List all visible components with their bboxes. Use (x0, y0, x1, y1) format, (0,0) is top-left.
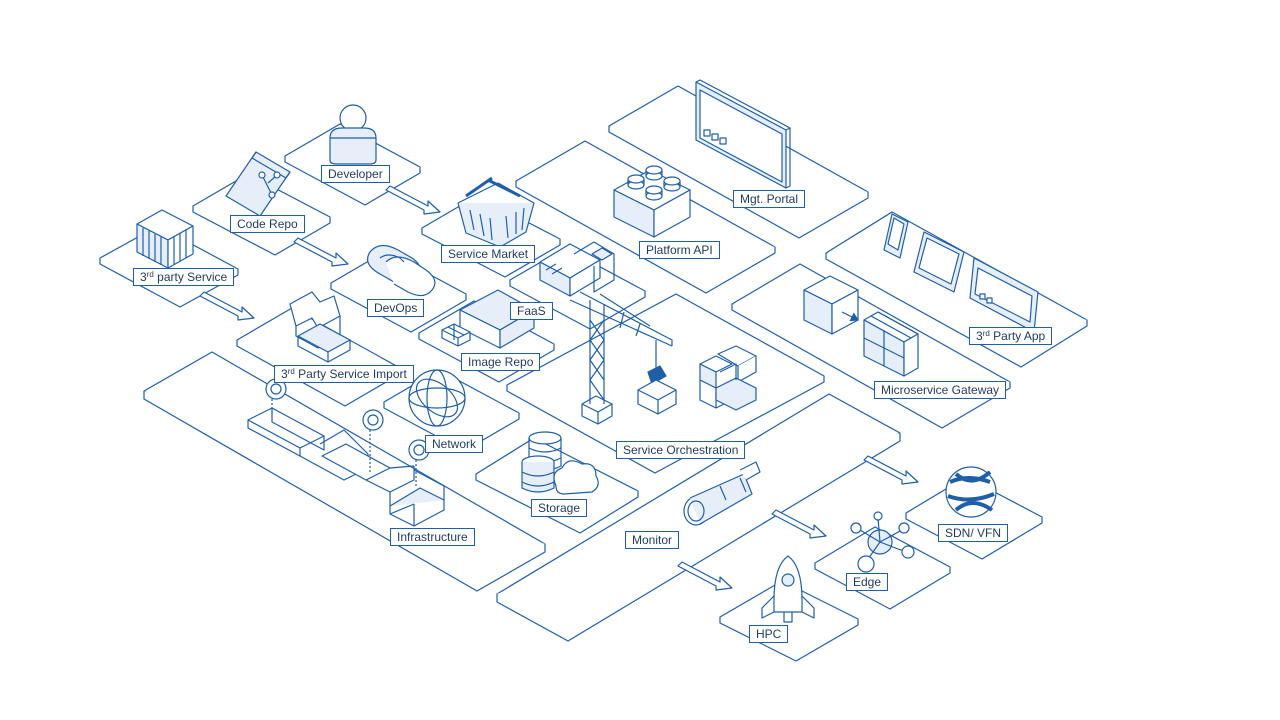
telescope-icon (683, 461, 761, 526)
label-image-repo: Image Repo (461, 353, 541, 371)
label-microservice-gateway: Microservice Gateway (874, 381, 1007, 399)
label-third-party-app: 3rd Party App (969, 327, 1053, 345)
tablet-icon (913, 231, 965, 293)
crane-icon (569, 291, 677, 425)
phone-icon (883, 213, 909, 259)
container-icon (136, 209, 194, 269)
label-mgt-portal: Mgt. Portal (733, 190, 806, 208)
label-service-market: Service Market (441, 245, 536, 263)
label-third-party-service: 3rd party Service (133, 268, 235, 286)
truck-icon (539, 241, 615, 297)
cloud-icon (553, 460, 599, 495)
globe-network-icon (408, 369, 466, 427)
monitor-screen-icon (695, 79, 791, 189)
label-hpc: HPC (749, 625, 789, 643)
browser-window-icon (969, 257, 1039, 333)
label-devops: DevOps (367, 299, 425, 317)
label-developer: Developer (321, 165, 390, 183)
label-service-orchestration: Service Orchestration (616, 441, 746, 459)
cube-stack-icon (699, 345, 757, 411)
git-icon (225, 151, 291, 217)
person-icon (329, 104, 377, 165)
arrow-box-icon (289, 291, 351, 363)
chain-link-icon (367, 244, 436, 297)
label-code-repo: Code Repo (230, 215, 305, 233)
flow-arrow-icon (199, 291, 255, 321)
label-storage: Storage (531, 499, 588, 517)
flow-arrow-icon (677, 561, 733, 591)
cube-gateway-icon (803, 275, 919, 377)
molecule-icon (850, 511, 915, 573)
basket-icon (457, 176, 535, 248)
label-infrastructure: Infrastructure (390, 528, 475, 546)
label-faas: FaaS (510, 302, 553, 320)
flow-arrow-icon (771, 509, 827, 539)
database-icon (521, 431, 562, 493)
label-sdn-vfn: SDN/ VFN (938, 524, 1009, 542)
label-platform-api: Platform API (639, 241, 720, 259)
rocket-icon (761, 555, 815, 623)
label-edge: Edge (846, 573, 889, 591)
label-network: Network (425, 435, 484, 453)
flow-arrow-icon (293, 237, 349, 267)
label-monitor: Monitor (625, 531, 680, 549)
flow-arrow-icon (863, 455, 919, 485)
globe-sphere-icon (945, 466, 997, 518)
lego-block-icon (613, 165, 691, 238)
label-third-party-service-import: 3rd Party Service Import (274, 365, 414, 383)
flow-arrow-icon (385, 185, 441, 215)
